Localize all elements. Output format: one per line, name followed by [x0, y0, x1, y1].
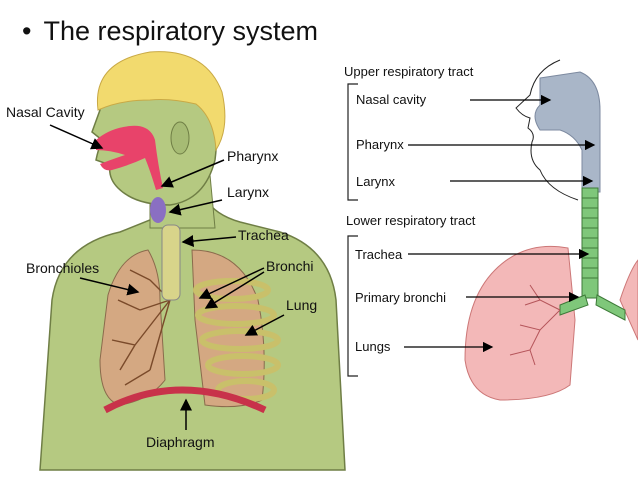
- right-lung-back: [619, 259, 638, 341]
- bronchial-tree: [111, 269, 171, 386]
- upper-item-larynx: Larynx: [356, 174, 396, 189]
- trachea-shape: [161, 224, 181, 301]
- label-bronchioles: Bronchioles: [26, 260, 99, 276]
- label-larynx: Larynx: [227, 184, 269, 200]
- label-trachea: Trachea: [238, 227, 289, 243]
- label-lung: Lung: [286, 297, 317, 313]
- diaphragm-shape: [103, 386, 267, 414]
- hair: [96, 51, 226, 152]
- lower-item-trachea: Trachea: [355, 247, 403, 262]
- label-nasal-cavity: Nasal Cavity: [6, 104, 85, 120]
- label-diaphragm: Diaphragm: [146, 434, 214, 450]
- lung-left-shape: [99, 249, 166, 406]
- label-pharynx: Pharynx: [227, 148, 278, 164]
- upper-item-pharynx: Pharynx: [356, 137, 404, 152]
- head-profile: [515, 59, 579, 201]
- upper-tract-bracket: [347, 83, 358, 201]
- torso: [39, 197, 346, 471]
- bullet-icon: •: [22, 16, 32, 46]
- slide-title: • The respiratory system: [22, 16, 318, 47]
- schematic-bronchioles: [509, 284, 561, 366]
- larynx-shape: [150, 197, 166, 223]
- lower-item-primary-bronchi: Primary bronchi: [355, 290, 446, 305]
- upper-tract-heading: Upper respiratory tract: [344, 64, 474, 79]
- label-bronchi: Bronchi: [266, 258, 313, 274]
- ear: [170, 121, 190, 155]
- lower-tract-heading: Lower respiratory tract: [346, 213, 476, 228]
- upper-item-nasal-cavity: Nasal cavity: [356, 92, 427, 107]
- nasal-cavity-shape: [96, 125, 163, 190]
- upper-airway-shape: [534, 71, 601, 193]
- schematic-figure: [464, 59, 638, 401]
- lower-item-lungs: Lungs: [355, 339, 391, 354]
- lower-tract-bracket: [347, 235, 358, 377]
- schematic-trachea: [581, 187, 599, 299]
- lung-shape: [464, 245, 576, 401]
- slide-title-text: The respiratory system: [43, 16, 319, 46]
